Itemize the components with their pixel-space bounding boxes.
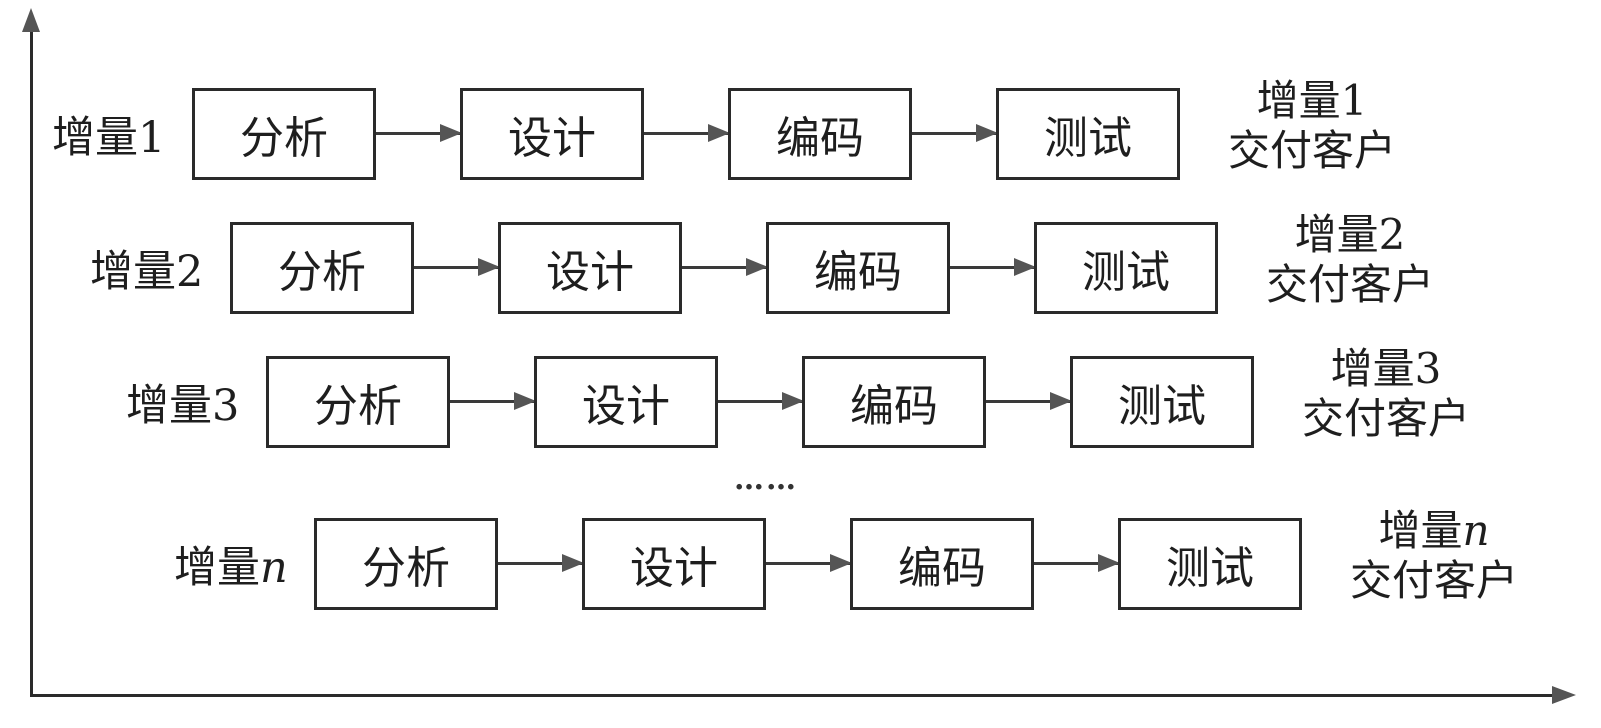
increment-row-1: 增量1 分析 设计 编码 测试 增量1 交付客户 xyxy=(0,76,1601,188)
increment-label-prefix: 增量 xyxy=(126,381,212,431)
increment-row-3: 增量3 分析 设计 编码 测试 增量3 交付客户 xyxy=(0,344,1601,456)
stage-label: 编码 xyxy=(850,381,938,432)
y-axis-arrow-icon xyxy=(22,8,40,32)
increment-label: 增量3 xyxy=(126,380,239,432)
increment-label-prefix: 增量 xyxy=(174,543,260,593)
increment-label: 增量1 xyxy=(52,112,165,164)
delivery-increment-label: 增量2 xyxy=(1294,210,1406,259)
stage-design-box: 设计 xyxy=(582,518,766,610)
ellipsis-more-increments: …… xyxy=(734,462,798,497)
stage-label: 分析 xyxy=(240,113,328,164)
flow-arrow xyxy=(950,258,1036,276)
stage-label: 设计 xyxy=(546,247,634,298)
stage-label: 编码 xyxy=(776,113,864,164)
stage-label: 测试 xyxy=(1166,543,1254,594)
stage-label: 测试 xyxy=(1044,113,1132,164)
stage-label: 测试 xyxy=(1082,247,1170,298)
stage-label: 设计 xyxy=(508,113,596,164)
stage-analysis-box: 分析 xyxy=(192,88,376,180)
x-axis-arrow-icon xyxy=(1552,686,1576,704)
flow-arrow xyxy=(912,124,998,142)
delivery-customer-label: 交付客户 xyxy=(1227,126,1396,175)
flow-arrow xyxy=(644,124,730,142)
stage-analysis-box: 分析 xyxy=(314,518,498,610)
delivery-increment-label: 增量n xyxy=(1334,506,1534,556)
stage-testing-box: 测试 xyxy=(1034,222,1218,314)
delivery-increment-label: 增量1 xyxy=(1256,76,1368,125)
stage-label: 分析 xyxy=(314,381,402,432)
delivery-customer-label: 交付客户 xyxy=(1265,260,1434,309)
stage-testing-box: 测试 xyxy=(1070,356,1254,448)
flow-arrow xyxy=(718,392,804,410)
stage-label: 编码 xyxy=(898,543,986,594)
stage-design-box: 设计 xyxy=(460,88,644,180)
increment-label-index: 3 xyxy=(212,381,240,431)
delivery-increment-index: n xyxy=(1462,506,1490,555)
flow-arrow xyxy=(1034,554,1120,572)
stage-label: 编码 xyxy=(814,247,902,298)
flow-arrow xyxy=(450,392,536,410)
stage-design-box: 设计 xyxy=(498,222,682,314)
increment-label: 增量n xyxy=(174,542,288,594)
delivery-customer-label: 交付客户 xyxy=(1349,556,1518,605)
flow-arrow xyxy=(498,554,584,572)
stage-coding-box: 编码 xyxy=(728,88,912,180)
delivery-increment-label: 增量3 xyxy=(1330,344,1442,393)
stage-coding-box: 编码 xyxy=(766,222,950,314)
delivery-note: 增量2 交付客户 xyxy=(1250,210,1450,310)
increment-label-index: 1 xyxy=(138,113,166,163)
delivery-increment-prefix: 增量 xyxy=(1378,506,1463,555)
delivery-note: 增量n 交付客户 xyxy=(1334,506,1534,606)
increment-label-prefix: 增量 xyxy=(90,247,176,297)
flow-arrow xyxy=(376,124,462,142)
y-axis-line xyxy=(30,18,33,696)
stage-label: 分析 xyxy=(278,247,366,298)
stage-testing-box: 测试 xyxy=(996,88,1180,180)
stage-analysis-box: 分析 xyxy=(266,356,450,448)
delivery-note: 增量1 交付客户 xyxy=(1212,76,1412,176)
flow-arrow xyxy=(682,258,768,276)
delivery-customer-label: 交付客户 xyxy=(1301,394,1470,443)
delivery-note: 增量3 交付客户 xyxy=(1286,344,1486,444)
stage-label: 设计 xyxy=(630,543,718,594)
increment-label: 增量2 xyxy=(90,246,203,298)
stage-label: 测试 xyxy=(1118,381,1206,432)
stage-testing-box: 测试 xyxy=(1118,518,1302,610)
increment-row-n: 增量n 分析 设计 编码 测试 增量n 交付客户 xyxy=(0,506,1601,618)
stage-design-box: 设计 xyxy=(534,356,718,448)
flow-arrow xyxy=(766,554,852,572)
stage-label: 设计 xyxy=(582,381,670,432)
flow-arrow xyxy=(986,392,1072,410)
increment-label-index: 2 xyxy=(176,247,204,297)
increment-row-2: 增量2 分析 设计 编码 测试 增量2 交付客户 xyxy=(0,210,1601,322)
increment-label-index: n xyxy=(260,543,288,593)
stage-coding-box: 编码 xyxy=(802,356,986,448)
flow-arrow xyxy=(414,258,500,276)
increment-label-prefix: 增量 xyxy=(52,113,138,163)
stage-coding-box: 编码 xyxy=(850,518,1034,610)
x-axis-line xyxy=(30,694,1560,697)
stage-analysis-box: 分析 xyxy=(230,222,414,314)
stage-label: 分析 xyxy=(362,543,450,594)
